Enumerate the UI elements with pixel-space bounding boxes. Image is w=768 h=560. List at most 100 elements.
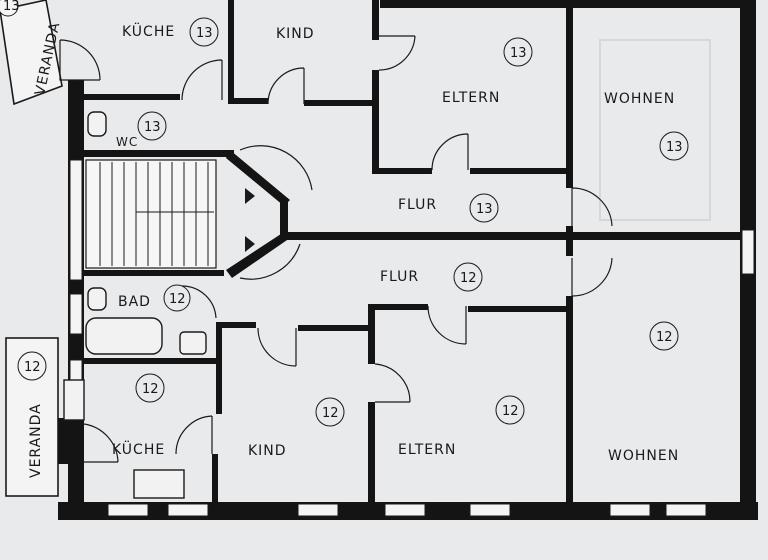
eltern-13-label: ELTERN (442, 90, 500, 106)
stair-arrow-up (245, 188, 255, 204)
wall-bath-bottom (84, 358, 220, 364)
veranda-12-number: 12 (24, 360, 41, 375)
kueche-12-label: KÜCHE (112, 440, 165, 458)
door-kind-13 (267, 67, 305, 105)
bad-12-label: BAD (118, 294, 151, 310)
top-exterior-wall (380, 0, 756, 8)
wall-kind-13-bottom-a (228, 98, 268, 104)
wc-toilet (87, 111, 107, 137)
door-kind-12 (257, 327, 297, 367)
eltern-12-number-circle (495, 395, 525, 425)
doors (59, 35, 613, 463)
flur-13-number-circle (469, 193, 499, 223)
door-kueche-12 (175, 415, 213, 455)
wall-eltern-13-left-b (372, 70, 379, 174)
window-bottom-5 (469, 503, 511, 517)
veranda-13-number-circle (0, 0, 19, 17)
wohnen-12-number: 12 (656, 330, 673, 345)
wc-13-label: WC (116, 135, 138, 149)
bathtub (85, 317, 163, 355)
eltern-13-number-circle (503, 37, 533, 67)
door-veranda-12 (83, 423, 119, 463)
window-bottom-2 (167, 503, 209, 517)
eltern-12-label: ELTERN (398, 442, 456, 458)
kueche-13-number: 13 (196, 26, 213, 41)
wall-eltern-12-top-b (468, 306, 568, 312)
door-eltern-12 (374, 363, 411, 403)
stair-treads (99, 162, 209, 266)
wall-eltern-wohnen-13 (566, 8, 573, 188)
wall-eltern-12-left-b (368, 402, 375, 504)
veranda-12 (5, 337, 59, 497)
wall-stair-bottom (84, 270, 224, 276)
wohnen-13-number-circle (659, 131, 689, 161)
wall-wc-bottom (84, 150, 234, 157)
door-eltern-13-flur (431, 133, 469, 171)
kind-12-number: 12 (322, 406, 339, 421)
wall-kind-12-top-b (298, 325, 374, 331)
bath-sink (179, 331, 207, 355)
eltern-12-number: 12 (502, 404, 519, 419)
door-stair-upper (239, 145, 313, 191)
wohnen-12-number-circle (649, 321, 679, 351)
wall-kueche-13-bottom (84, 94, 180, 100)
flur-12-number-circle (453, 262, 483, 292)
kueche-13-label: KÜCHE (122, 22, 175, 40)
flur-13-number: 13 (476, 202, 493, 217)
kind-12-label: KIND (248, 443, 287, 459)
wall-eltern-13-bottom-b (470, 168, 570, 174)
stair-diagonal-wall-top (226, 150, 290, 206)
wall-eltern-13-bottom-a (372, 168, 432, 174)
door-bad-12 (181, 285, 217, 319)
window-right (741, 229, 755, 275)
wall-eltern-wohnen-12 (566, 296, 573, 506)
veranda-12-outline (5, 337, 59, 497)
window-bottom-4 (384, 503, 426, 517)
faint-background-window (599, 39, 711, 221)
corridor-divider-wall (284, 232, 740, 240)
wall-kind-13-bottom-b (304, 100, 374, 106)
door-eltern-13 (378, 35, 416, 71)
stair-frame (85, 159, 217, 269)
door-kueche-13 (181, 59, 223, 101)
door-eltern-12-flur (427, 305, 467, 345)
wall-eltern-12-top-a (372, 304, 428, 310)
wall-eltern-wohnen-13-stub (566, 226, 573, 256)
bad-12-number-circle (163, 284, 191, 312)
kueche-13-number-circle (189, 17, 219, 47)
stair-arrow-down (245, 236, 255, 252)
stair-diagonal-wall-bottom (226, 232, 290, 278)
bath-toilet (87, 287, 107, 311)
flur-12-label: FLUR (380, 269, 419, 285)
wall-kind-12-top-a (216, 322, 256, 328)
kitchen-stove (133, 469, 185, 499)
kind-13-label: KIND (276, 26, 315, 42)
veranda-13-number: 13 (3, 0, 20, 14)
wall-kueche-kind-12-b (212, 454, 218, 504)
fixtures (63, 111, 207, 499)
kueche-12-number: 12 (142, 382, 159, 397)
wall-kueche-kind-12-a (216, 322, 222, 414)
door-veranda-13 (59, 39, 101, 81)
wall-eltern-12-left-a (368, 304, 375, 364)
wall-eltern-13-left-a (372, 0, 379, 40)
window-bottom-7 (665, 503, 707, 517)
kind-12-number-circle (315, 397, 345, 427)
staircase (85, 159, 255, 269)
stair-window (69, 159, 83, 281)
wc-13-number: 13 (144, 120, 161, 135)
door-wohnen-12 (571, 257, 613, 297)
kitchen-counter (63, 379, 85, 421)
door-wohnen-13 (571, 187, 613, 227)
wall-kueche-kind-13 (228, 0, 234, 104)
window-bottom-6 (609, 503, 651, 517)
stair-front-wall (280, 198, 288, 238)
veranda-12-number-circle (17, 351, 47, 381)
door-stair-lower (239, 243, 301, 280)
bad-12-number: 12 (169, 292, 186, 307)
flur-12-number: 12 (460, 271, 477, 286)
window-bottom-3 (297, 503, 339, 517)
wohnen-13-number: 13 (666, 140, 683, 155)
